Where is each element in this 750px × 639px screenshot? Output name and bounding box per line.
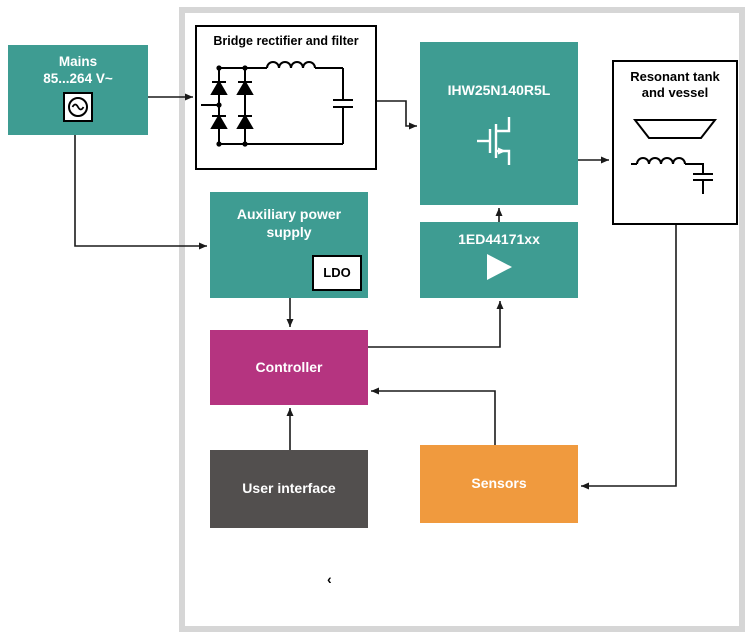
bridge-title: Bridge rectifier and filter xyxy=(213,34,359,48)
block-sensors: Sensors xyxy=(420,445,578,523)
igbt-symbol-icon xyxy=(477,116,511,165)
gate-driver-label: 1ED44171xx xyxy=(458,231,540,247)
igbt-label: IHW25N140R5L xyxy=(447,82,551,98)
sensors-label: Sensors xyxy=(471,475,527,492)
controller-label: Controller xyxy=(255,358,323,375)
block-user-interface: User interface xyxy=(210,450,368,528)
block-mains: Mains 85...264 V~ xyxy=(8,45,148,135)
resonant-tank-symbol-icon xyxy=(631,118,718,194)
tank-label-line1: Resonant tank xyxy=(630,69,720,84)
tank-label-line2: and vessel xyxy=(641,85,709,101)
block-gate-driver: 1ED44171xx xyxy=(420,222,578,298)
stray-caret: ‹ xyxy=(327,571,332,587)
mains-label-line2: 85...264 V~ xyxy=(43,70,113,86)
block-controller: Controller xyxy=(210,330,368,405)
block-resonant-tank: Resonant tank and vessel xyxy=(612,60,738,225)
bridge-rectifier-schematic-icon xyxy=(201,60,353,147)
aux-label-line2: supply xyxy=(266,223,312,240)
block-aux-power: Auxiliary power supply LDO xyxy=(210,192,368,298)
gate-driver-buffer-icon xyxy=(487,253,512,280)
block-igbt: IHW25N140R5L xyxy=(420,42,578,205)
aux-label-line1: Auxiliary power xyxy=(236,206,342,222)
user-interface-label: User interface xyxy=(242,480,336,497)
ldo-box: LDO xyxy=(312,255,362,291)
block-bridge-rectifier: Bridge rectifier and filter xyxy=(195,25,377,170)
mains-label-line1: Mains xyxy=(58,54,98,69)
ac-source-icon xyxy=(63,91,93,122)
